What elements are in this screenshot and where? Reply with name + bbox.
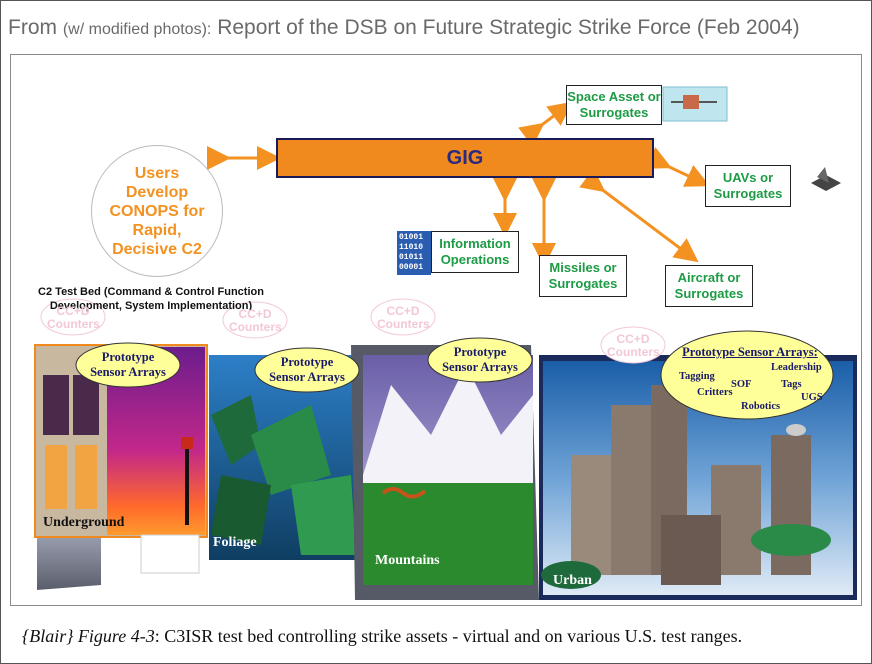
urban-sensor-item: SOF [731, 379, 752, 390]
scene-label-urban: Urban [553, 573, 592, 588]
aircraft-label: Aircraft or Surrogates [674, 270, 744, 301]
binary-digits: 01001 11010 01011 00001 [399, 233, 429, 273]
header-prefix: From [8, 16, 57, 39]
urban-sensor-item: UGS [801, 392, 823, 403]
scene-label-foliage: Foliage [213, 535, 257, 550]
satellite-icon [662, 86, 728, 122]
urban-sensor-item: Tags [781, 379, 802, 390]
urban-sensor-item: Leadership [771, 362, 822, 373]
aircraft-node: Aircraft or Surrogates [665, 265, 753, 307]
gig-label: GIG [446, 146, 484, 169]
counters-label: CC+D Counters [229, 307, 282, 334]
sensor-cloud-underground: Prototype Sensor Arrays [90, 350, 166, 379]
space-asset-node: Space Asset or Surrogates [566, 85, 662, 125]
binary-line: 00001 [399, 263, 424, 272]
counters-clouds [40, 298, 666, 364]
info-ops-label: Information Operations [439, 236, 511, 267]
users-conops-label: Users Develop CONOPS for Rapid, Decisive… [109, 164, 205, 258]
binary-line: 11010 [399, 243, 424, 252]
urban-sensor-title: Prototype Sensor Arrays: [682, 345, 818, 359]
urban-sensor-item: Critters [697, 387, 733, 398]
mountains-scene [351, 345, 539, 600]
binary-line: 01011 [399, 253, 424, 262]
scene-label-mountains: Mountains [375, 553, 440, 568]
figure-caption: {Blair} Figure 4-3: C3ISR test bed contr… [22, 626, 742, 647]
header-modifier: (w/ modified photos): [62, 21, 212, 38]
urban-sensor-item: Robotics [741, 401, 781, 412]
sensor-clouds [75, 330, 834, 420]
sensor-cloud-foliage: Prototype Sensor Arrays [269, 355, 345, 384]
uav-node: UAVs or Surrogates [705, 165, 791, 207]
users-conops-node: Users Develop CONOPS for Rapid, Decisive… [91, 145, 223, 277]
binary-icon [397, 231, 431, 275]
diagram-panel: Users Develop CONOPS for Rapid, Decisive… [10, 54, 862, 606]
arrow-gig-uav [645, 147, 710, 187]
c2-testbed-text: C2 Test Bed (Command & Control Function … [38, 286, 264, 312]
diagram-graphics [34, 86, 857, 600]
binary-line: 01001 [399, 233, 424, 242]
missiles-node: Missiles or Surrogates [539, 255, 627, 297]
underground-scene [34, 344, 208, 590]
counters-label: CC+D Counters [47, 304, 100, 331]
arrow-gig-aircraft [579, 168, 699, 263]
page-header: From (w/ modified photos): Report of the… [8, 16, 800, 40]
scene-label-underground: Underground [43, 515, 125, 530]
uav-label: UAVs or Surrogates [713, 170, 783, 201]
counters-label: CC+D Counters [607, 332, 660, 359]
sensor-cloud-mountains: Prototype Sensor Arrays [442, 345, 518, 374]
info-ops-node: Information Operations [431, 231, 519, 273]
missiles-label: Missiles or Surrogates [548, 260, 618, 291]
urban-sensor-item: Tagging [679, 371, 715, 382]
figure-ref: {Blair} Figure 4-3 [22, 626, 155, 646]
gig-node: GIG [276, 138, 654, 178]
space-asset-label: Space Asset or Surrogates [567, 89, 661, 120]
header-title: Report of the DSB on Future Strategic St… [217, 16, 800, 39]
counters-label: CC+D Counters [377, 304, 430, 331]
uav-icon [811, 167, 841, 191]
caption-text: : C3ISR test bed controlling strike asse… [154, 626, 743, 646]
arrow-gig-space [518, 101, 573, 147]
connector-arrows [207, 101, 710, 267]
